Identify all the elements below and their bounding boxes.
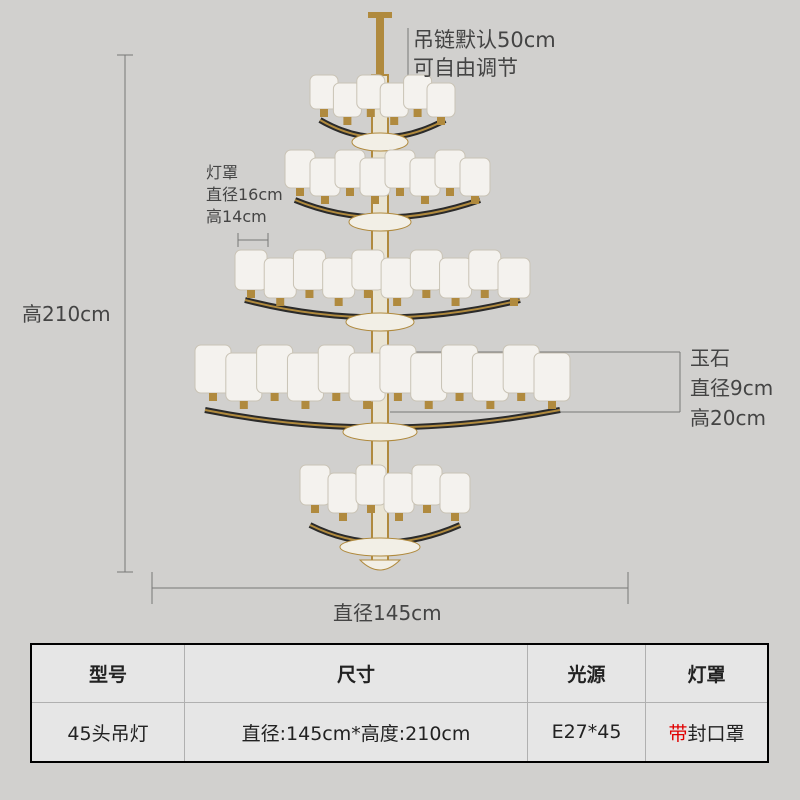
shade-holder	[510, 298, 518, 306]
lamp-shade	[351, 249, 385, 291]
lamp-shade	[409, 249, 443, 291]
shade-holder	[366, 109, 375, 117]
shade-holder	[451, 298, 460, 306]
shade-holder	[371, 196, 379, 204]
lamp-shade	[497, 257, 531, 299]
shade-holder	[247, 290, 255, 298]
header-size: 尺寸	[184, 643, 528, 703]
chandelier-illustration	[117, 12, 681, 604]
table-row: 45头吊灯 直径:145cm*高度:210cm E27*45 带封口罩	[30, 702, 769, 763]
shade-holder	[413, 109, 422, 117]
center-bowl	[342, 422, 418, 442]
center-bowl	[351, 132, 409, 152]
lamp-shade	[292, 249, 326, 291]
shade-holder	[321, 196, 329, 204]
ceiling-canopy	[368, 12, 392, 18]
lamp-shade	[459, 157, 491, 197]
shade-holder	[363, 401, 372, 409]
lamp-shade	[263, 257, 297, 299]
spec-table: 型号 尺寸 光源 灯罩 45头吊灯 直径:145cm*高度:210cm E27*…	[30, 643, 769, 763]
shade-holder	[393, 393, 402, 401]
height-label: 高210cm	[22, 298, 111, 327]
chain-annotation: 吊链默认50cm 可自由调节	[413, 26, 556, 82]
shade-holder	[332, 393, 341, 401]
cell-shade: 带封口罩	[645, 702, 769, 763]
shade-holder	[270, 393, 279, 401]
shade-holder	[296, 188, 304, 196]
lamp-shade	[439, 472, 471, 514]
bottom-finial	[358, 559, 402, 571]
shade-holder	[422, 290, 431, 298]
shade-holder	[455, 393, 464, 401]
shade-diameter: 直径16cm	[206, 185, 283, 204]
shade-holder	[446, 188, 454, 196]
shade-holder	[343, 117, 352, 125]
shade-holder	[486, 401, 495, 409]
chain	[376, 15, 384, 75]
lamp-shade	[411, 464, 443, 506]
shade-holder	[239, 401, 248, 409]
shade-holder	[276, 298, 285, 306]
jade-annotation: 玉石 直径9cm 高20cm	[690, 343, 773, 433]
shade-holder	[334, 298, 343, 306]
shade-annotation: 灯罩 直径16cm 高14cm	[206, 162, 283, 228]
lamp-shade	[355, 464, 387, 506]
shade-holder	[301, 401, 310, 409]
shade-holder	[311, 505, 319, 513]
cell-model: 45头吊灯	[30, 702, 185, 763]
lamp-shade	[426, 82, 456, 118]
shade-holder	[393, 298, 402, 306]
shade-holder	[320, 109, 328, 117]
shade-holder	[437, 117, 445, 125]
shade-holder	[396, 188, 404, 196]
shade-holder	[346, 188, 354, 196]
shade-height: 高14cm	[206, 207, 267, 226]
shade-holder	[423, 505, 431, 513]
shade-holder	[517, 393, 526, 401]
jade-height: 高20cm	[690, 406, 766, 430]
lamp-shade	[439, 257, 473, 299]
shade-holder	[451, 513, 459, 521]
shade-label: 灯罩	[206, 163, 239, 182]
shade-holder	[209, 393, 217, 401]
lamp-shade	[322, 257, 356, 299]
cell-size: 直径:145cm*高度:210cm	[184, 702, 528, 763]
header-shade: 灯罩	[645, 643, 769, 703]
shade-holder	[363, 290, 372, 298]
lamp-shade	[380, 257, 414, 299]
shade-holder	[424, 401, 433, 409]
shade-holder	[339, 513, 347, 521]
lamp-shade	[468, 249, 502, 291]
lamp-shade	[234, 249, 268, 291]
cell-light-source: E27*45	[527, 702, 646, 763]
shade-holder	[395, 513, 403, 521]
center-bowl	[339, 537, 421, 557]
jade-label: 玉石	[690, 346, 730, 370]
lamp-shade	[383, 472, 415, 514]
lamp-shade	[533, 352, 571, 402]
lamp-shade	[299, 464, 331, 506]
shade-highlight-text: 带	[668, 722, 688, 745]
lamp-shade	[327, 472, 359, 514]
shade-holder	[548, 401, 556, 409]
chain-length-text: 吊链默认50cm	[413, 28, 556, 52]
header-light-source: 光源	[527, 643, 646, 703]
shade-holder	[421, 196, 429, 204]
shade-holder	[480, 290, 489, 298]
shade-holder	[305, 290, 314, 298]
shade-holder	[390, 117, 399, 125]
shade-holder	[471, 196, 479, 204]
shade-holder	[367, 505, 375, 513]
center-bowl	[348, 212, 412, 232]
jade-diameter: 直径9cm	[690, 376, 774, 400]
center-bowl	[345, 312, 415, 332]
diameter-label: 直径145cm	[333, 601, 442, 625]
header-model: 型号	[30, 643, 185, 703]
table-header-row: 型号 尺寸 光源 灯罩	[30, 643, 769, 703]
chain-adjustable-text: 可自由调节	[413, 56, 518, 80]
shade-text: 封口罩	[687, 722, 745, 745]
